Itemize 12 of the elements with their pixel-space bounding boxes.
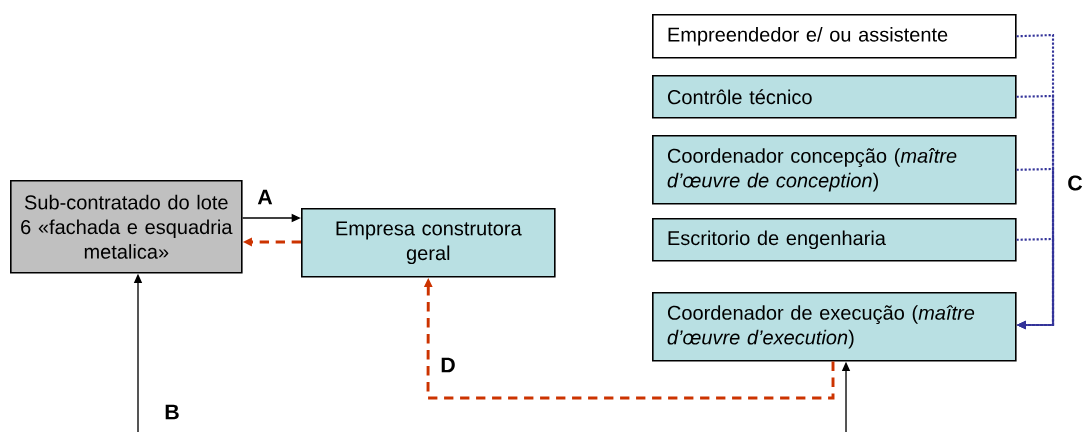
process-box: Contrôle técnico — [652, 75, 1017, 119]
edge-label: D — [438, 356, 458, 374]
process-box: Empreendedor e/ ou assistente — [652, 14, 1017, 59]
edge-label: B — [162, 403, 182, 421]
process-box: Sub-contratado do lote 6 «fachada e esquadria metalica» — [10, 180, 243, 274]
process-box: Coordenador concepção (maître d’œuvre de conception) — [652, 135, 1017, 205]
process-box: Empresa construtora geral — [301, 208, 556, 278]
arrow — [1016, 237, 1055, 330]
edge-label: C — [1066, 174, 1085, 192]
process-box: Coordenador de execução (maître d’œuvre d’execution) — [652, 292, 1017, 362]
edge-label: A — [255, 188, 275, 206]
process-box: Escritorio de engenharia — [652, 218, 1017, 262]
